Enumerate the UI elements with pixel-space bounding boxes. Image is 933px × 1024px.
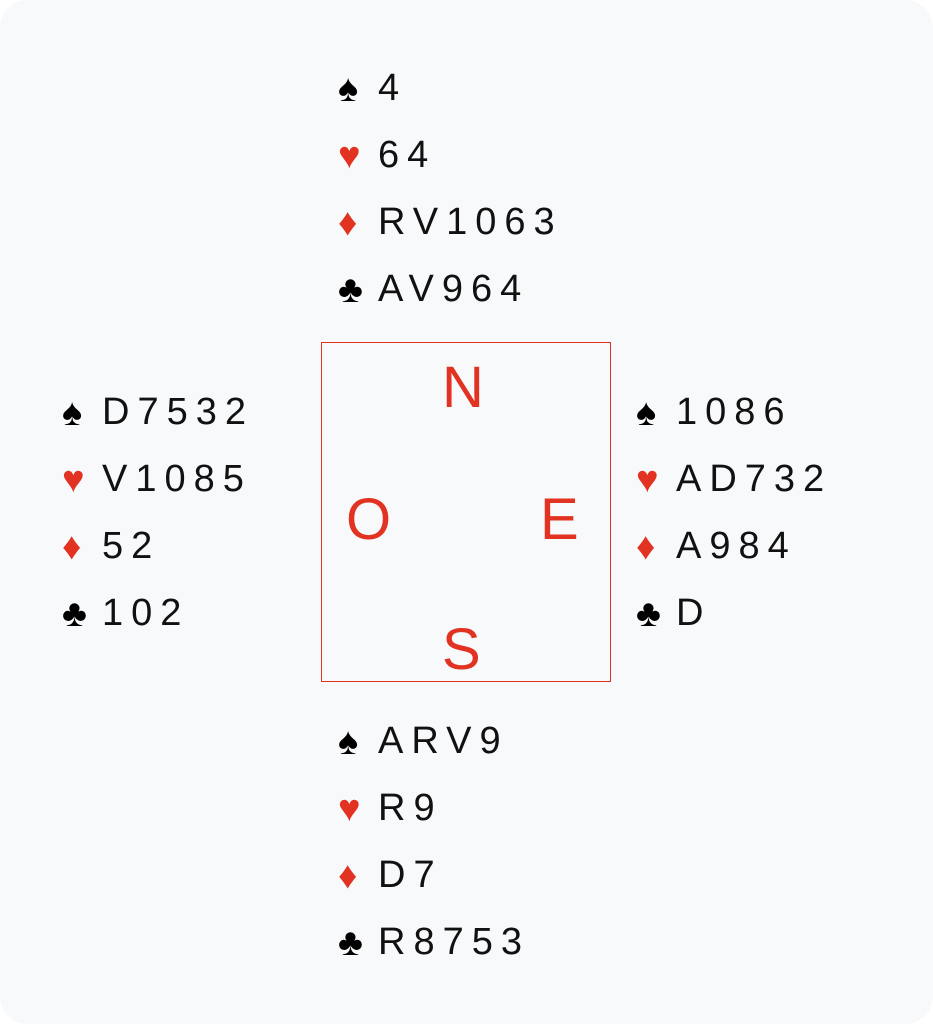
spades-icon: ♠ bbox=[338, 67, 359, 110]
clubs-icon: ♣ bbox=[62, 592, 87, 635]
east-hearts-row: ♥ AD732 bbox=[636, 446, 832, 513]
compass-box: N O E S bbox=[321, 342, 611, 682]
east-hand: ♠1086♥AD732♦A984♣D bbox=[636, 379, 832, 647]
north-clubs-row: ♣ AV964 bbox=[338, 256, 563, 323]
north-hand: ♠4♥64♦RV1063♣AV964 bbox=[338, 55, 563, 323]
clubs-icon: ♣ bbox=[338, 268, 363, 311]
east-spades-cards: 1086 bbox=[676, 391, 793, 433]
spades-icon: ♠ bbox=[636, 391, 657, 434]
east-hearts-cards: AD732 bbox=[676, 458, 833, 500]
hearts-icon: ♥ bbox=[636, 458, 659, 501]
south-clubs-row: ♣ R8753 bbox=[338, 909, 530, 976]
diamonds-icon: ♦ bbox=[338, 201, 358, 244]
east-diamonds-cards: A984 bbox=[676, 525, 797, 567]
hearts-icon: ♥ bbox=[338, 134, 361, 177]
east-diamonds-row: ♦ A984 bbox=[636, 513, 832, 580]
west-spades-row: ♠ D7532 bbox=[62, 379, 254, 446]
spades-icon: ♠ bbox=[338, 720, 359, 763]
compass-west: O bbox=[346, 487, 392, 552]
diamonds-icon: ♦ bbox=[338, 854, 358, 897]
north-diamonds-cards: RV1063 bbox=[378, 201, 563, 243]
hearts-icon: ♥ bbox=[338, 787, 361, 830]
north-diamonds-row: ♦ RV1063 bbox=[338, 189, 563, 256]
clubs-icon: ♣ bbox=[636, 592, 661, 635]
diamonds-icon: ♦ bbox=[62, 525, 82, 568]
west-clubs-row: ♣ 102 bbox=[62, 580, 254, 647]
compass-south: S bbox=[442, 617, 481, 682]
north-clubs-cards: AV964 bbox=[378, 268, 530, 310]
south-diamonds-row: ♦ D7 bbox=[338, 842, 530, 909]
clubs-icon: ♣ bbox=[338, 921, 363, 964]
north-spades-row: ♠4 bbox=[338, 55, 563, 122]
west-hearts-cards: V1085 bbox=[102, 458, 252, 500]
west-hearts-row: ♥ V1085 bbox=[62, 446, 254, 513]
east-spades-row: ♠ 1086 bbox=[636, 379, 832, 446]
west-hand: ♠ D7532 ♥ V1085 ♦ 52 ♣ 102 bbox=[62, 379, 254, 647]
west-diamonds-cards: 52 bbox=[102, 525, 161, 567]
west-clubs-cards: 102 bbox=[102, 592, 190, 634]
west-spades-cards: D7532 bbox=[102, 391, 254, 433]
north-hearts-cards: 64 bbox=[378, 134, 437, 176]
compass-east: E bbox=[540, 487, 579, 552]
south-diamonds-cards: D7 bbox=[378, 854, 443, 896]
south-clubs-cards: R8753 bbox=[378, 921, 530, 963]
south-hearts-row: ♥ R9 bbox=[338, 775, 530, 842]
north-spades-cards: 4 bbox=[378, 67, 408, 109]
south-spades-cards: ARV9 bbox=[378, 720, 509, 762]
south-hand: ♠ ARV9 ♥ R9 ♦ D7 ♣ R8753 bbox=[338, 708, 530, 976]
north-hearts-row: ♥ 64 bbox=[338, 122, 563, 189]
spades-icon: ♠ bbox=[62, 391, 83, 434]
diamonds-icon: ♦ bbox=[636, 525, 656, 568]
south-spades-row: ♠ ARV9 bbox=[338, 708, 530, 775]
west-diamonds-row: ♦ 52 bbox=[62, 513, 254, 580]
east-clubs-cards: D bbox=[676, 592, 712, 634]
compass-north: N bbox=[442, 355, 484, 420]
hearts-icon: ♥ bbox=[62, 458, 85, 501]
south-hearts-cards: R9 bbox=[378, 787, 443, 829]
east-clubs-row: ♣D bbox=[636, 580, 832, 647]
